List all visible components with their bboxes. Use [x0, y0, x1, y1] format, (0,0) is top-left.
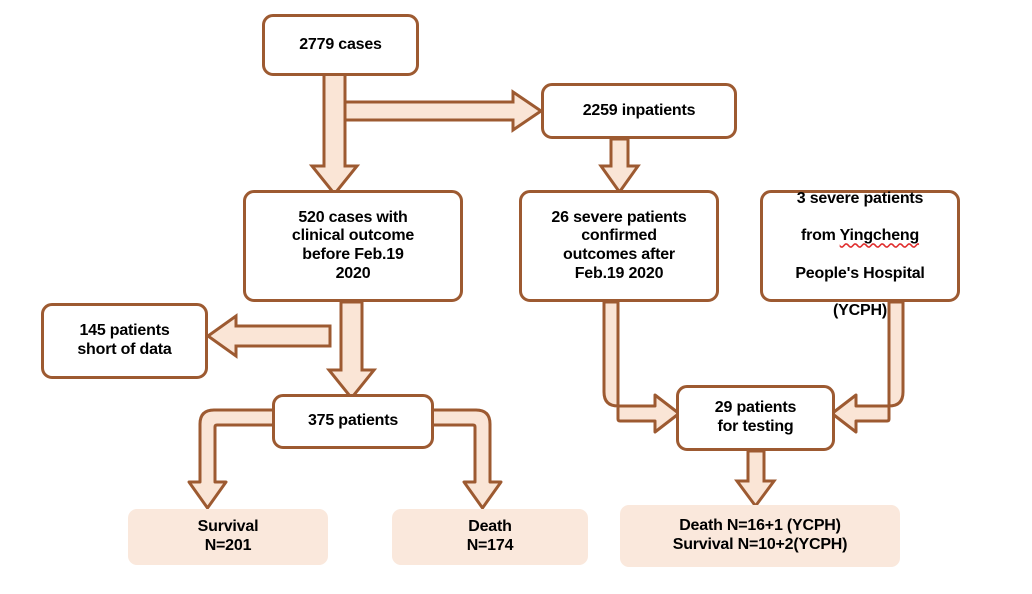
arrow-total-cases-to-inpatients	[343, 89, 544, 133]
arrow-29-patients-to-outcome	[734, 449, 777, 509]
patients-short-of-data-label: 145 patients short of data	[77, 322, 172, 358]
arrow-520-cases-to-short-of-data	[205, 313, 332, 359]
death-outcome-box[interactable]: Death N=174	[392, 509, 588, 565]
arrow-total-cases-to-520-cases	[308, 72, 361, 197]
patients-short-of-data-box[interactable]: 145 patients short of data	[41, 303, 208, 379]
ycph-line-1: 3 severe patients	[796, 190, 924, 208]
total-cases-box[interactable]: 2779 cases	[262, 14, 419, 76]
severe-patients-ycph-label: 3 severe patients from Yingcheng People'…	[795, 172, 925, 320]
arrow-520-cases-to-375-patients	[325, 300, 378, 401]
survival-outcome-label: Survival N=201	[197, 518, 259, 554]
severe-patients-ycph-box[interactable]: 3 severe patients from Yingcheng People'…	[760, 190, 960, 319]
testing-outcome-label: Death N=16+1 (YCPH) Survival N=10+2(YCPH…	[672, 517, 848, 553]
cases-with-clinical-outcome-box[interactable]: 520 cases with clinical outcome before F…	[243, 190, 463, 302]
death-outcome-label: Death N=174	[466, 518, 514, 554]
testing-outcome-box[interactable]: Death N=16+1 (YCPH) Survival N=10+2(YCPH…	[620, 505, 900, 567]
cases-with-clinical-outcome-label: 520 cases with clinical outcome before F…	[291, 208, 415, 282]
patients-for-testing-box[interactable]: 29 patients for testing	[676, 385, 835, 451]
severe-patients-confirmed-label: 26 severe patients confirmed outcomes af…	[551, 208, 687, 282]
ycph-line-4: (YCPH)	[833, 301, 887, 319]
inpatients-label: 2259 inpatients	[582, 101, 696, 119]
total-cases-label: 2779 cases	[299, 35, 382, 53]
patients-for-testing-label: 29 patients for testing	[714, 399, 797, 435]
arrow-375-patients-to-survival	[187, 408, 278, 510]
severe-patients-confirmed-box[interactable]: 26 severe patients confirmed outcomes af…	[519, 190, 719, 302]
arrow-375-patients-to-death	[428, 408, 503, 510]
ycph-line-2-prefix: from	[800, 227, 840, 245]
ycph-spellcheck-word: Yingcheng	[839, 227, 920, 245]
arrow-severe-to-29-patients	[602, 300, 681, 434]
survival-outcome-box[interactable]: Survival N=201	[128, 509, 328, 565]
arrow-ycph-to-29-patients	[830, 300, 905, 434]
inpatients-box[interactable]: 2259 inpatients	[541, 83, 737, 139]
patients-375-label: 375 patients	[307, 412, 399, 430]
ycph-line-3: People's Hospital	[795, 264, 925, 282]
arrow-inpatients-to-severe	[598, 137, 641, 195]
patients-375-box[interactable]: 375 patients	[272, 394, 434, 449]
